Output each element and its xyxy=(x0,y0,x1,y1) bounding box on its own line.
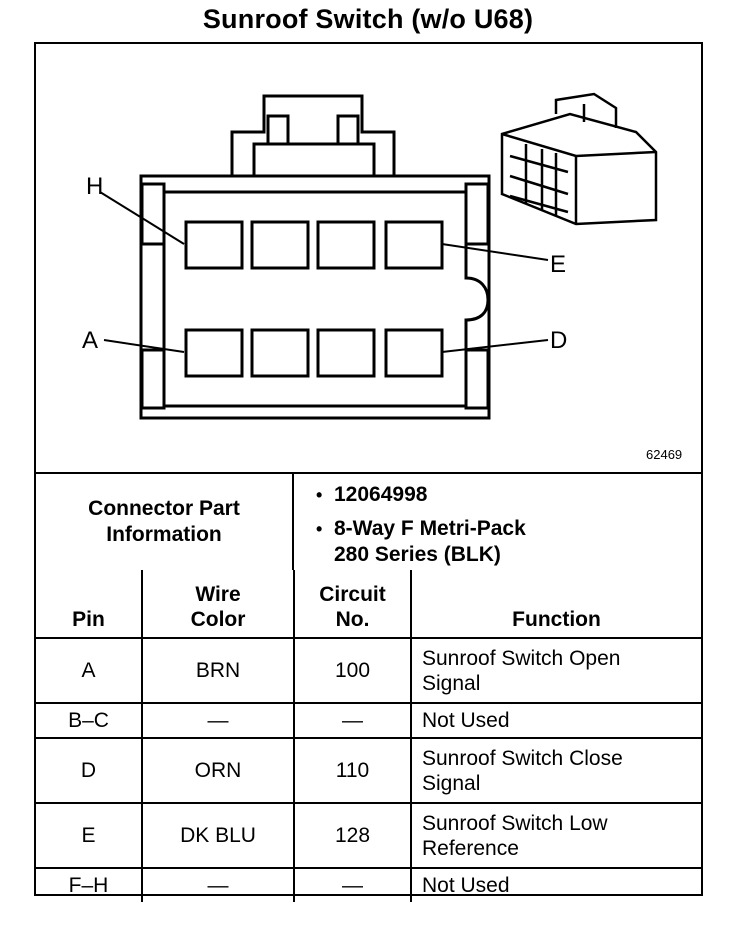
cavity-f xyxy=(316,220,376,270)
pin-label-d: D xyxy=(550,327,567,354)
cavity-h xyxy=(184,220,244,270)
housing-outline xyxy=(139,174,491,420)
cell-pin: F–H xyxy=(36,867,143,902)
connector-description-line1: 8-Way F Metri-Pack xyxy=(334,517,526,540)
cell-function: Not Used xyxy=(410,702,701,739)
cell-wire-color: DK BLU xyxy=(141,802,295,869)
table-row: B–C — — Not Used xyxy=(36,702,701,739)
cell-wire-color: — xyxy=(141,702,295,739)
left-latch-bottom xyxy=(140,348,166,410)
connector-frame: H E A D 62469 Connector Part Information… xyxy=(34,42,705,902)
connector-diagram: H E A D 62469 xyxy=(36,44,705,472)
table-row: F–H — — Not Used xyxy=(36,867,701,902)
bullet: • xyxy=(316,519,323,539)
connector-face-drawing: H E A D xyxy=(82,92,658,420)
cavity-b xyxy=(250,328,310,378)
lock-post-right xyxy=(336,114,360,146)
cell-wire-color: ORN xyxy=(141,737,295,804)
housing-inner xyxy=(162,190,490,408)
cavity-g xyxy=(250,220,310,270)
header-function: Function xyxy=(410,570,701,639)
cavity-a xyxy=(184,328,244,378)
right-latch-top xyxy=(464,182,490,246)
cavity-c xyxy=(316,328,376,378)
top-lock xyxy=(230,94,396,176)
connector-info-row: Connector Part Information • 12064998 • … xyxy=(36,472,701,570)
figure-number: 62469 xyxy=(646,447,683,462)
right-latch-bottom xyxy=(464,348,490,410)
connector-info-label-line2: Information xyxy=(106,523,222,546)
leader-d xyxy=(441,339,549,353)
pin-label-e: E xyxy=(550,251,566,278)
connector-isometric-view xyxy=(500,92,658,226)
cell-pin: E xyxy=(36,802,143,869)
leader-e xyxy=(441,243,549,261)
page-title: Sunroof Switch (w/o U68) xyxy=(202,4,534,34)
cell-pin: A xyxy=(36,637,143,704)
connector-info-label-line1: Connector Part xyxy=(88,497,240,520)
cell-wire-color: — xyxy=(141,867,295,902)
leader-h xyxy=(99,191,185,245)
cell-circuit: 110 xyxy=(293,737,412,804)
header-pin: Pin xyxy=(36,570,143,639)
left-latch-top xyxy=(140,182,166,246)
lock-tab xyxy=(252,142,376,178)
part-number: 12064998 xyxy=(334,483,428,506)
connector-info-label: Connector Part Information xyxy=(36,474,294,570)
cell-circuit: — xyxy=(293,702,412,739)
lock-post-left xyxy=(266,114,290,146)
connector-info-list: • 12064998 • 8-Way F Metri-Pack 280 Seri… xyxy=(294,474,701,570)
cavity-e xyxy=(384,220,444,270)
cell-circuit: — xyxy=(293,867,412,902)
pin-label-a: A xyxy=(82,327,98,354)
cell-function: Not Used xyxy=(410,867,701,902)
cell-pin: D xyxy=(36,737,143,804)
cell-pin: B–C xyxy=(36,702,143,739)
bullet: • xyxy=(316,485,323,505)
pin-label-h: H xyxy=(86,173,103,200)
cell-wire-color: BRN xyxy=(141,637,295,704)
connector-description-line2: 280 Series (BLK) xyxy=(334,543,501,566)
cell-circuit: 100 xyxy=(293,637,412,704)
cavity-d xyxy=(384,328,444,378)
cell-circuit: 128 xyxy=(293,802,412,869)
leader-a xyxy=(103,339,185,353)
